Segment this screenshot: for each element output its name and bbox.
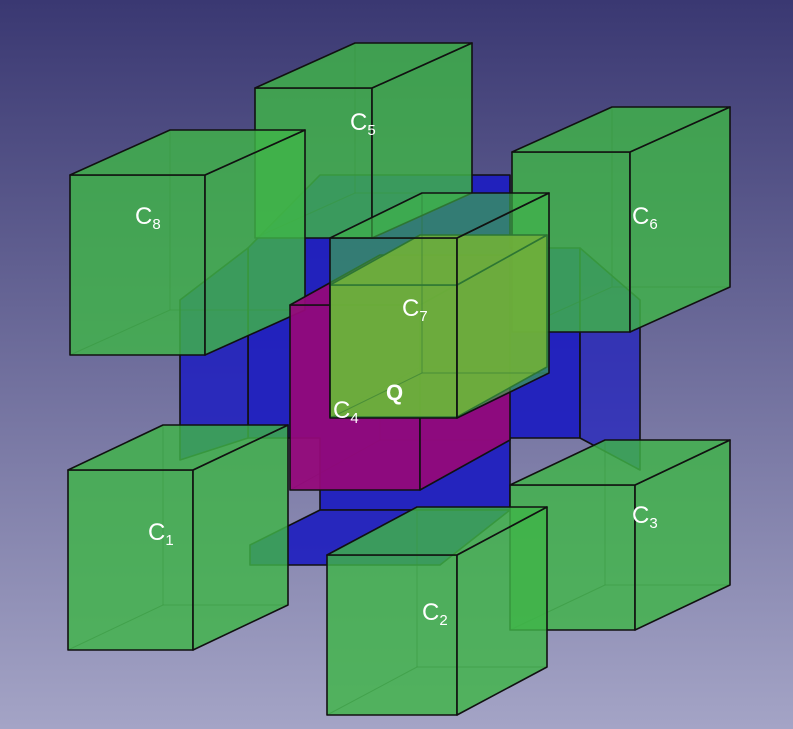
cube-c2-top-face bbox=[326, 506, 548, 556]
cube-c8-front-face bbox=[69, 174, 206, 356]
label-c3: C3 bbox=[632, 502, 658, 532]
cube-c8-top-face bbox=[69, 129, 306, 176]
cube-c6-top-face bbox=[511, 106, 731, 153]
label-c1: C1 bbox=[148, 519, 174, 549]
label-c6: C6 bbox=[632, 203, 658, 233]
label-c4: C4 bbox=[333, 397, 359, 427]
label-c7: C7 bbox=[402, 295, 428, 325]
label-c5: C5 bbox=[350, 109, 376, 139]
label-c2: C2 bbox=[422, 599, 448, 629]
cube-c1-top-face bbox=[67, 424, 289, 471]
cube-c3-top-face bbox=[509, 439, 731, 486]
cube-c2-front-face bbox=[326, 554, 458, 716]
cube-c5-top-face bbox=[254, 42, 473, 89]
label-c8: C8 bbox=[135, 203, 161, 233]
geometry-layer bbox=[67, 42, 731, 716]
cube-c7-top-face bbox=[329, 192, 550, 239]
cube-c1-front-face bbox=[67, 469, 194, 651]
label-q: Q bbox=[386, 380, 403, 405]
